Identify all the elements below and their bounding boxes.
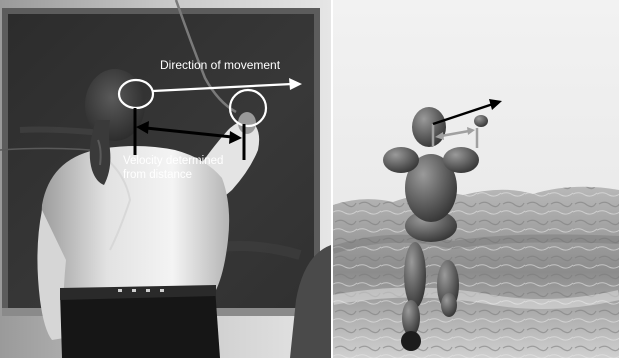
- render-illustration: [333, 0, 619, 358]
- velocity-label-line1: Velocity determined: [123, 154, 233, 168]
- figure-head: [412, 107, 446, 147]
- velocity-label: Velocity determined from distance: [123, 154, 233, 182]
- photo-panel: Direction of movement Velocity determine…: [0, 0, 331, 358]
- floating-ball: [474, 115, 488, 127]
- render-panel: [333, 0, 619, 358]
- velocity-label-line2: from distance: [123, 168, 233, 182]
- direction-label: Direction of movement: [160, 58, 280, 72]
- hand: [238, 112, 256, 134]
